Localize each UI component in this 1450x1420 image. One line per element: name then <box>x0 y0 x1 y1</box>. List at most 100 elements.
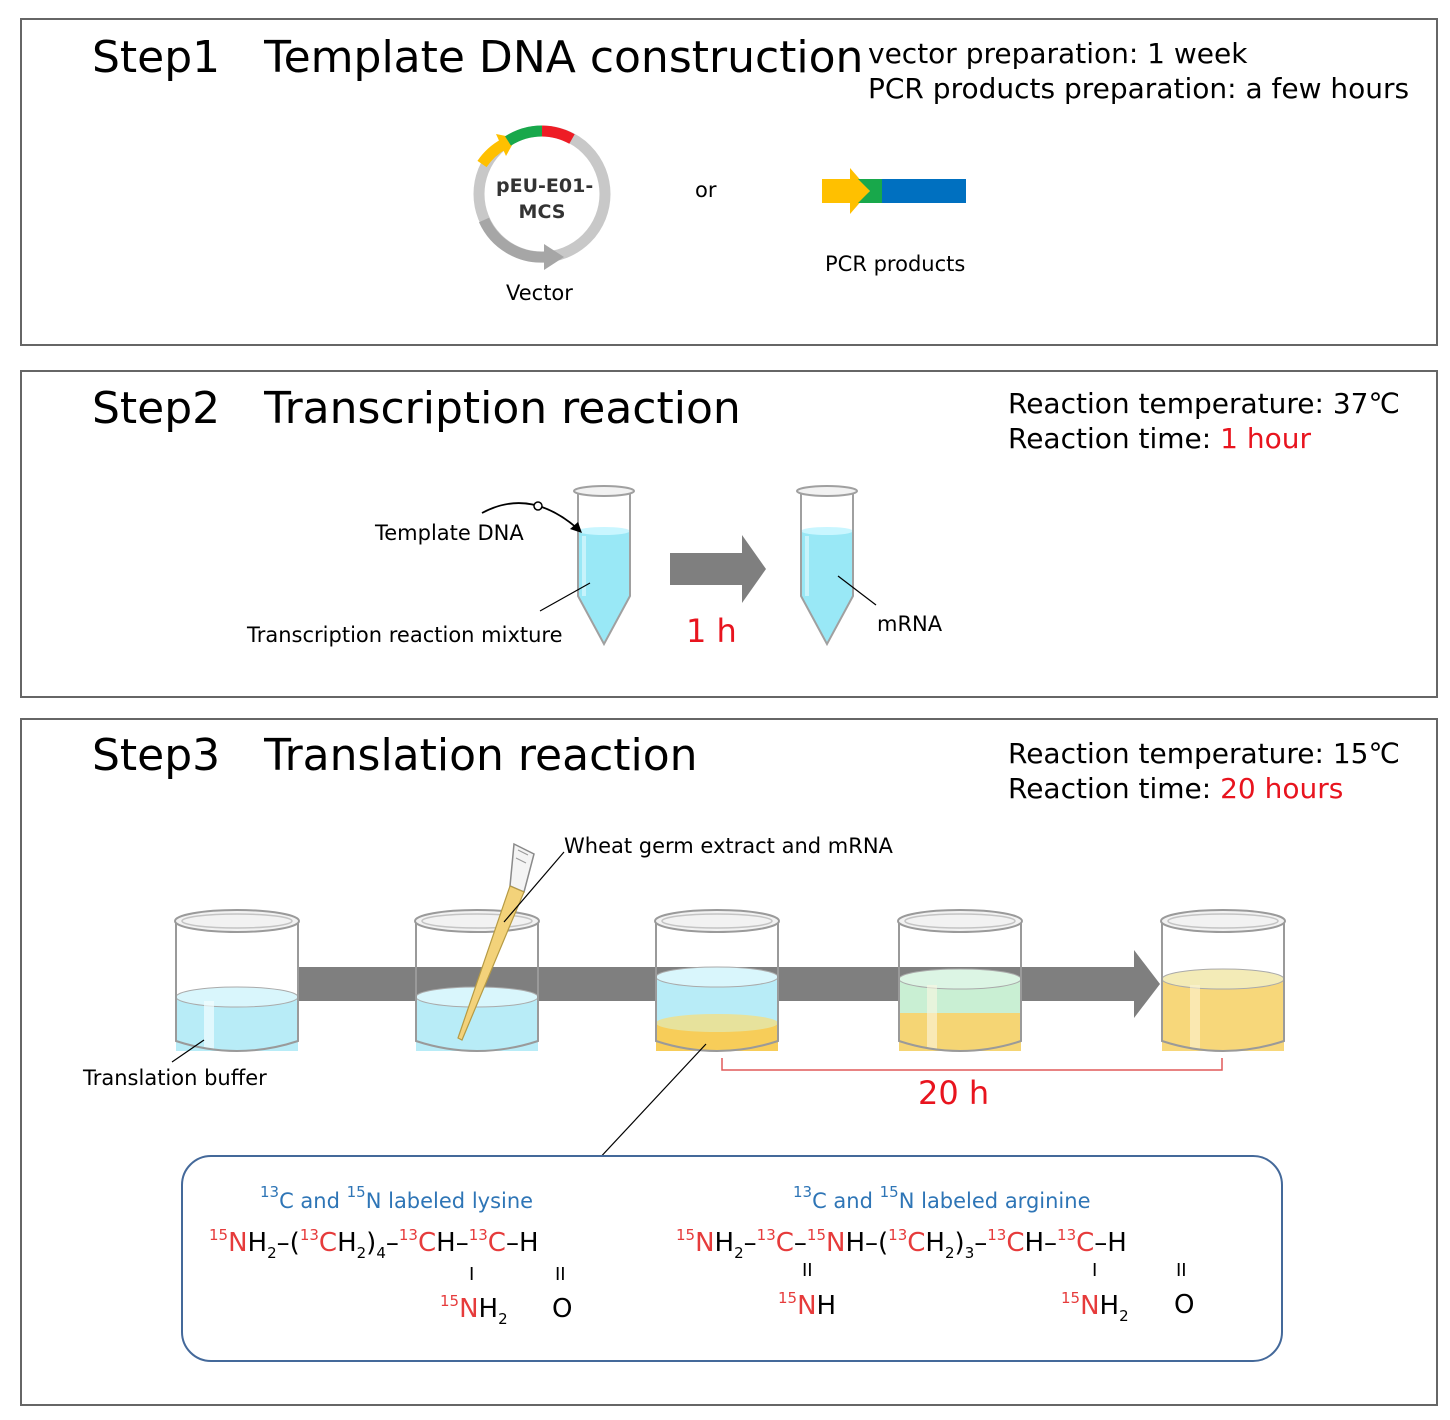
f-dash: – <box>1044 1228 1058 1258</box>
f-n15: 15 <box>676 1226 696 1244</box>
f-h: H <box>1099 1291 1120 1321</box>
template-dna-pointer <box>481 501 582 533</box>
step1-info-pcr: PCR products preparation: a few hours <box>868 72 1410 105</box>
step1-title: Step1 Template DNA construction <box>92 32 864 83</box>
arginine-oxygen: O <box>1174 1290 1195 1320</box>
step3-title: Step3 Translation reaction <box>92 730 698 781</box>
f-sub2: 2 <box>1119 1307 1129 1325</box>
f-c: C <box>907 1228 926 1258</box>
arginine-nh: 15NH <box>778 1289 836 1321</box>
template-dna-label: Template DNA <box>375 521 524 545</box>
lysine-formula-main: 15NH2–(13CH2)4–13CH–13C–H <box>209 1226 539 1262</box>
duration-bracket <box>721 1058 1223 1071</box>
f-sub2: 2 <box>356 1244 367 1262</box>
extract-leader-line <box>503 851 565 923</box>
step3-time-value: 20 hours <box>1220 772 1344 805</box>
f-dash: – <box>385 1228 399 1258</box>
arginine-iso1-text: C and <box>812 1189 880 1213</box>
f-n: N <box>797 1291 817 1321</box>
f-c13: 13 <box>756 1226 776 1244</box>
lysine-iso1-text: C and <box>279 1189 347 1213</box>
f-dash: – <box>793 1228 807 1258</box>
arginine-bond-3: II <box>1176 1260 1187 1281</box>
f-sub4: 4 <box>376 1244 386 1262</box>
mrna-label: mRNA <box>877 612 943 636</box>
f-n: N <box>1080 1291 1100 1321</box>
f-c13: 13 <box>888 1226 908 1244</box>
f-dash: – <box>865 1228 879 1258</box>
plasmid-diagram <box>473 125 611 270</box>
f-n15: 15 <box>806 1226 826 1244</box>
f-dash: – <box>505 1228 519 1258</box>
step3-temperature: Reaction temperature: 15℃ <box>1008 737 1400 770</box>
f-h: H <box>337 1228 357 1258</box>
f-n: N <box>228 1228 248 1258</box>
f-h: H <box>518 1228 539 1258</box>
beaker-4 <box>897 909 1023 1052</box>
amino-acid-callout <box>181 1155 1283 1362</box>
f-h: H <box>1024 1228 1045 1258</box>
f-h: H <box>714 1228 735 1258</box>
f-h: H <box>816 1291 837 1321</box>
transcription-mixture-label: Transcription reaction mixture <box>247 623 563 647</box>
f-dash: – <box>1094 1228 1108 1258</box>
f-sub2: 2 <box>498 1310 508 1328</box>
arginine-iso2: 15 <box>879 1183 899 1201</box>
f-sub2: 2 <box>267 1244 277 1262</box>
f-n15: 15 <box>1061 1289 1081 1307</box>
arginine-bond-1: II <box>802 1260 813 1281</box>
step2-time-value: 1 hour <box>1220 422 1311 455</box>
lysine-bond-1: I <box>469 1264 475 1285</box>
lysine-nh2: 15NH2 <box>440 1292 508 1328</box>
or-label: or <box>695 178 717 202</box>
f-close: ) <box>366 1228 377 1258</box>
f-sub2: 2 <box>944 1244 955 1262</box>
plasmid-name-line2: MCS <box>518 201 566 223</box>
f-n15: 15 <box>778 1289 798 1307</box>
f-dash: – <box>455 1228 469 1258</box>
f-h: H <box>845 1228 866 1258</box>
f-c13: 13 <box>398 1226 418 1244</box>
step2-temperature: Reaction temperature: 37℃ <box>1008 387 1400 420</box>
f-c: C <box>775 1228 794 1258</box>
f-c: C <box>417 1228 437 1258</box>
f-c13: 13 <box>299 1226 319 1244</box>
f-h: H <box>1107 1228 1127 1258</box>
step2-time-prefix: Reaction time: <box>1008 422 1221 455</box>
f-sub2: 2 <box>734 1244 744 1262</box>
vector-label: Vector <box>506 281 573 305</box>
f-c13: 13 <box>1057 1226 1077 1244</box>
f-dash: – <box>276 1228 290 1258</box>
duration-label: 20 h <box>918 1074 990 1112</box>
arginine-iso2-text: N labeled arginine <box>898 1189 1091 1213</box>
f-dash: – <box>743 1228 757 1258</box>
tube-before <box>573 485 635 647</box>
f-c13: 13 <box>468 1226 488 1244</box>
lysine-caption: 13C and 15N labeled lysine <box>260 1183 533 1213</box>
arginine-nh2: 15NH2 <box>1061 1289 1129 1325</box>
f-open: ( <box>289 1228 300 1258</box>
step3-time: Reaction time: 20 hours <box>1008 771 1343 806</box>
beaker-5 <box>1160 909 1286 1052</box>
f-c: C <box>318 1228 338 1258</box>
pipette-tip <box>457 842 535 1041</box>
f-n15: 15 <box>440 1292 460 1310</box>
step3-time-prefix: Reaction time: <box>1008 772 1221 805</box>
f-n: N <box>459 1294 479 1324</box>
step2-time: Reaction time: 1 hour <box>1008 421 1311 456</box>
f-n15: 15 <box>209 1226 229 1244</box>
f-c13: 13 <box>987 1226 1007 1244</box>
arginine-bond-2: I <box>1092 1260 1098 1281</box>
tube-after <box>796 485 858 647</box>
lysine-iso1: 13 <box>260 1183 280 1201</box>
pcr-product-diagram <box>822 168 966 214</box>
f-n: N <box>695 1228 715 1258</box>
arginine-iso1: 13 <box>793 1183 813 1201</box>
step1-panel <box>20 18 1438 346</box>
f-c: C <box>1006 1228 1025 1258</box>
f-dash: – <box>974 1228 988 1258</box>
step2-title: Step2 Transcription reaction <box>92 383 741 434</box>
mixture-leader-line <box>539 582 591 612</box>
translation-buffer-label: Translation buffer <box>83 1066 267 1090</box>
lysine-bond-2: II <box>555 1264 566 1285</box>
